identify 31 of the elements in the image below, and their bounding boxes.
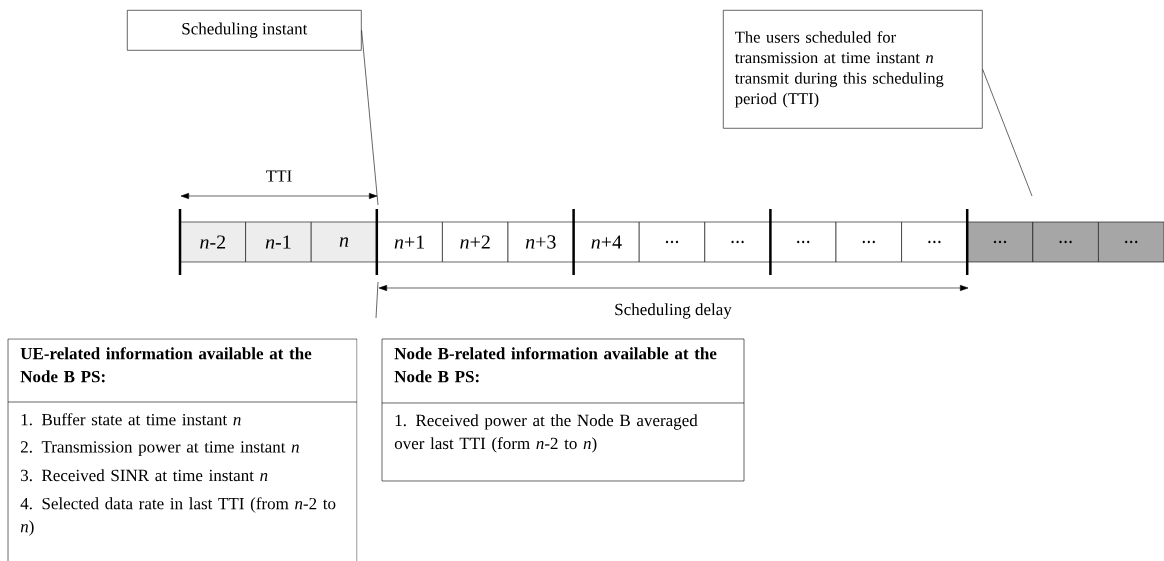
list-item: 1. Buffer state at time instant n [21, 413, 241, 426]
info-panel [381, 338, 745, 482]
info-panel [7, 338, 358, 561]
time-slot: n-1 [245, 221, 312, 263]
time-slot: ... [901, 221, 968, 263]
callout-box: Scheduling instant [127, 10, 362, 51]
time-slot: ... [638, 221, 706, 263]
time-slot: n+2 [442, 221, 509, 263]
list-item: 3. Received SINR at time instant n [21, 469, 268, 482]
time-slot: ... [1098, 221, 1164, 263]
time-slot: ... [835, 221, 902, 263]
time-slot: n [310, 221, 378, 263]
time-slot: n+1 [376, 221, 443, 263]
time-slot: ... [1032, 221, 1099, 263]
leader-line [982, 69, 1033, 197]
list-item: 4. Selected data rate in last TTI (from n-2 to n) [20, 497, 336, 536]
time-slot: n+4 [573, 221, 640, 263]
panel-heading: UE-related information available at the Node B PS: [20, 347, 312, 383]
dimension-label: TTI [266, 170, 292, 182]
callout-box: The users scheduled for transmission at time instant n transmit during this scheduling period (TTI) [723, 10, 983, 129]
dimension-label: Scheduling delay [615, 303, 732, 319]
list-item: 1. Received power at the Node B averaged over last TTI (form n-2 to n) [394, 414, 698, 453]
time-slot: n+3 [507, 221, 574, 263]
time-slot: ... [770, 221, 837, 263]
time-slot: ... [704, 221, 771, 263]
time-slot: ... [966, 221, 1034, 263]
time-slot: n-2 [179, 221, 246, 263]
leader-line [361, 30, 379, 319]
node-label: ... [1125, 240, 1138, 244]
panel-heading: Node B-related information available at the Node B PS: [394, 347, 717, 383]
list-item: 2. Transmission power at time instant n [20, 441, 299, 457]
